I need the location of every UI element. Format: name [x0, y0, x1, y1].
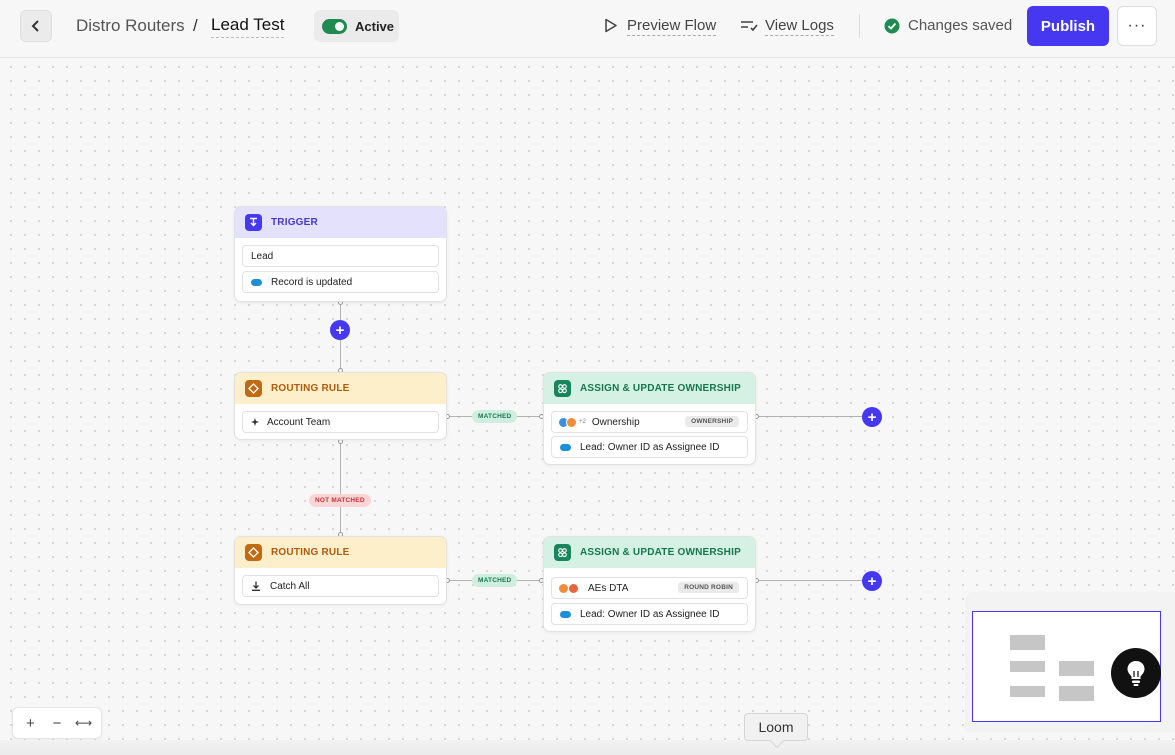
rule-condition-field[interactable]: Catch All: [242, 575, 439, 597]
node-header: ROUTING RULE: [235, 373, 446, 404]
back-button[interactable]: [20, 10, 52, 42]
not-matched-pill: NOT MATCHED: [309, 494, 371, 507]
connector: [340, 340, 341, 372]
field-update-row[interactable]: Lead: Owner ID as Assignee ID: [551, 603, 748, 625]
connector: [340, 507, 341, 536]
node-header: ROUTING RULE: [235, 537, 446, 568]
routing-rule-icon: [245, 544, 262, 561]
node-title: ROUTING RULE: [271, 383, 350, 394]
zoom-out-button[interactable]: −: [52, 714, 62, 732]
add-step-button[interactable]: +: [862, 407, 882, 427]
header-divider: [859, 14, 860, 38]
loom-tooltip: Loom: [744, 713, 808, 741]
avatar: [568, 582, 579, 594]
assignee-field[interactable]: AEs DTA ROUND ROBIN: [551, 577, 748, 599]
matched-pill: MATCHED: [472, 410, 518, 423]
minimap-node: [1010, 661, 1045, 672]
assignment-method-tag: ROUND ROBIN: [678, 582, 739, 593]
connector: [756, 416, 862, 417]
minimap-node: [1010, 686, 1045, 697]
toggle-switch[interactable]: [322, 18, 347, 34]
connector: [340, 440, 341, 495]
bottom-bar: [0, 740, 1175, 755]
add-step-button[interactable]: +: [330, 320, 350, 340]
node-title: ASSIGN & UPDATE OWNERSHIP: [580, 383, 741, 394]
trigger-event: Record is updated: [271, 276, 353, 288]
avatar-overflow-count: +2: [579, 419, 586, 425]
trigger-node[interactable]: TRIGGER Lead Record is updated: [234, 206, 447, 302]
flow-title[interactable]: Lead Test: [211, 15, 285, 38]
zoom-controls: + − ⟷: [12, 707, 102, 739]
rule-condition: Account Team: [267, 416, 331, 428]
rule-condition: Catch All: [270, 580, 310, 592]
publish-button[interactable]: Publish: [1027, 6, 1109, 46]
node-title: ROUTING RULE: [271, 547, 350, 558]
breadcrumb-parent[interactable]: Distro Routers: [76, 16, 185, 35]
minimap-node: [1059, 686, 1094, 701]
zoom-in-button[interactable]: +: [25, 714, 35, 732]
trigger-icon: [245, 214, 262, 231]
trigger-object-field[interactable]: Lead: [242, 245, 439, 267]
assign-icon: [554, 380, 571, 397]
check-circle-icon: [884, 18, 900, 34]
top-toolbar: Distro Routers / Lead Test Active Previe…: [0, 0, 1175, 58]
assignee-name: AEs DTA: [588, 582, 629, 594]
sparkle-icon: [251, 418, 259, 426]
view-logs-link[interactable]: View Logs: [765, 17, 834, 36]
assignee-field[interactable]: +2 Ownership OWNERSHIP: [551, 411, 748, 433]
routing-rule-icon: [245, 380, 262, 397]
chevron-left-icon: [31, 20, 39, 32]
salesforce-icon: [560, 443, 571, 451]
node-header: TRIGGER: [235, 207, 446, 238]
add-step-button[interactable]: +: [862, 571, 882, 591]
assign-ownership-node[interactable]: ASSIGN & UPDATE OWNERSHIP AEs DTA ROUND …: [543, 536, 756, 632]
connector: [756, 580, 862, 581]
routing-rule-node[interactable]: ROUTING RULE Account Team: [234, 372, 447, 440]
fit-view-button[interactable]: ⟷: [75, 716, 93, 730]
field-update-text: Lead: Owner ID as Assignee ID: [580, 441, 720, 453]
breadcrumb-separator: /: [193, 16, 198, 35]
field-update-text: Lead: Owner ID as Assignee ID: [580, 608, 720, 620]
preview-flow-link[interactable]: Preview Flow: [627, 17, 717, 36]
logs-icon: [741, 21, 758, 32]
minimap-node: [1010, 635, 1045, 650]
assignee-name: Ownership: [591, 416, 640, 428]
assign-ownership-node[interactable]: ASSIGN & UPDATE OWNERSHIP +2 Ownership O…: [543, 372, 756, 465]
salesforce-icon: [560, 610, 571, 618]
play-icon: [605, 18, 617, 33]
assign-icon: [554, 544, 571, 561]
connector: [340, 302, 341, 320]
lightbulb-help-button[interactable]: [1111, 648, 1161, 698]
assignment-method-tag: OWNERSHIP: [685, 416, 739, 427]
download-icon: [252, 581, 260, 591]
routing-rule-node[interactable]: ROUTING RULE Catch All: [234, 536, 447, 605]
node-header: ASSIGN & UPDATE OWNERSHIP: [544, 373, 755, 404]
node-title: ASSIGN & UPDATE OWNERSHIP: [580, 547, 741, 558]
active-toggle[interactable]: Active: [314, 10, 399, 42]
trigger-object: Lead: [251, 250, 274, 262]
node-title: TRIGGER: [271, 217, 318, 228]
lightbulb-icon: [1127, 661, 1145, 686]
trigger-event-field[interactable]: Record is updated: [242, 271, 439, 293]
matched-pill: MATCHED: [472, 574, 518, 587]
minimap-node: [1059, 661, 1094, 676]
avatar: [566, 416, 577, 428]
rule-condition-field[interactable]: Account Team: [242, 411, 439, 433]
more-options-button[interactable]: ···: [1117, 6, 1157, 46]
node-header: ASSIGN & UPDATE OWNERSHIP: [544, 537, 755, 568]
active-label: Active: [355, 18, 395, 34]
field-update-row[interactable]: Lead: Owner ID as Assignee ID: [551, 436, 748, 458]
salesforce-icon: [251, 278, 262, 286]
save-status: Changes saved: [908, 17, 1013, 34]
